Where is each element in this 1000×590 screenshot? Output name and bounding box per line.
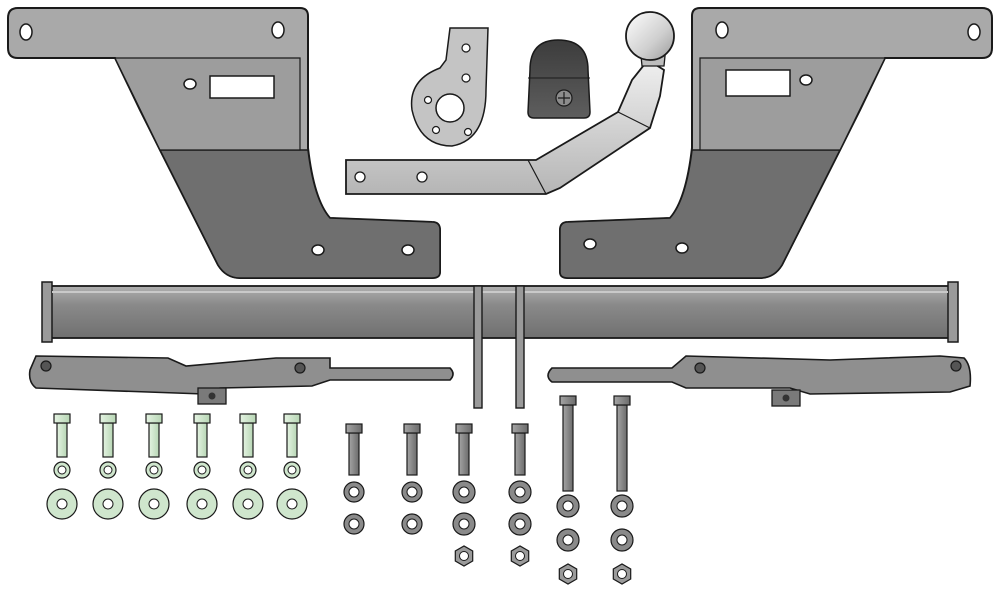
hex-nut-hole xyxy=(515,551,525,561)
short-green-bolt xyxy=(99,413,117,458)
crossbar-beam xyxy=(41,281,959,409)
hex-nut-hole xyxy=(459,551,469,561)
short-green-bolt xyxy=(145,413,163,458)
hex-nut-hole xyxy=(617,569,627,579)
spring-washer-hole xyxy=(406,486,418,498)
beam-tab xyxy=(515,285,525,409)
bracket-hole xyxy=(271,21,285,39)
flat-washer-hole xyxy=(348,518,360,530)
hex-nut-hole xyxy=(563,569,573,579)
medium-gray-bolt xyxy=(345,423,363,476)
spring-washer-hole xyxy=(348,486,360,498)
hardware-set xyxy=(46,395,634,585)
tow-ball-arm xyxy=(345,11,675,195)
short-green-bolt xyxy=(283,413,301,458)
medium-gray-bolt xyxy=(455,423,473,476)
large-green-washer-hole xyxy=(196,498,208,510)
short-green-bolt xyxy=(193,413,211,458)
large-green-washer-hole xyxy=(148,498,160,510)
right-reinforcement-strap xyxy=(547,355,972,407)
large-green-washer-hole xyxy=(102,498,114,510)
flat-washer-hole xyxy=(458,518,470,530)
flat-washer-hole xyxy=(616,534,628,546)
large-green-washer-hole xyxy=(286,498,298,510)
flat-washer-hole xyxy=(514,518,526,530)
bracket-hole xyxy=(311,244,325,256)
bracket-hole xyxy=(401,244,415,256)
flat-washer-hole xyxy=(406,518,418,530)
large-green-washer-hole xyxy=(242,498,254,510)
flat-washer-hole xyxy=(616,500,628,512)
large-green-washer-hole xyxy=(56,498,68,510)
small-green-washer-hole xyxy=(197,465,207,475)
bracket-hole xyxy=(183,78,197,90)
medium-gray-bolt xyxy=(403,423,421,476)
long-gray-bolt xyxy=(613,395,631,492)
bracket-hole xyxy=(19,23,33,41)
flat-washer-hole xyxy=(514,486,526,498)
left-reinforcement-strap xyxy=(28,355,454,405)
short-green-bolt xyxy=(53,413,71,458)
long-gray-bolt xyxy=(559,395,577,492)
flat-washer-hole xyxy=(562,500,574,512)
short-green-bolt xyxy=(239,413,257,458)
small-green-washer-hole xyxy=(57,465,67,475)
right-mounting-bracket xyxy=(559,7,993,279)
small-green-washer-hole xyxy=(243,465,253,475)
socket-plate xyxy=(410,27,489,147)
left-mounting-bracket xyxy=(7,7,441,279)
socket-cap xyxy=(527,39,591,119)
flat-washer-hole xyxy=(562,534,574,546)
small-green-washer-hole xyxy=(149,465,159,475)
small-green-washer-hole xyxy=(103,465,113,475)
medium-gray-bolt xyxy=(511,423,529,476)
tow-ball xyxy=(625,11,675,61)
flat-washer-hole xyxy=(458,486,470,498)
small-green-washer-hole xyxy=(287,465,297,475)
beam-tab xyxy=(473,285,483,409)
bracket-slot xyxy=(209,75,275,99)
